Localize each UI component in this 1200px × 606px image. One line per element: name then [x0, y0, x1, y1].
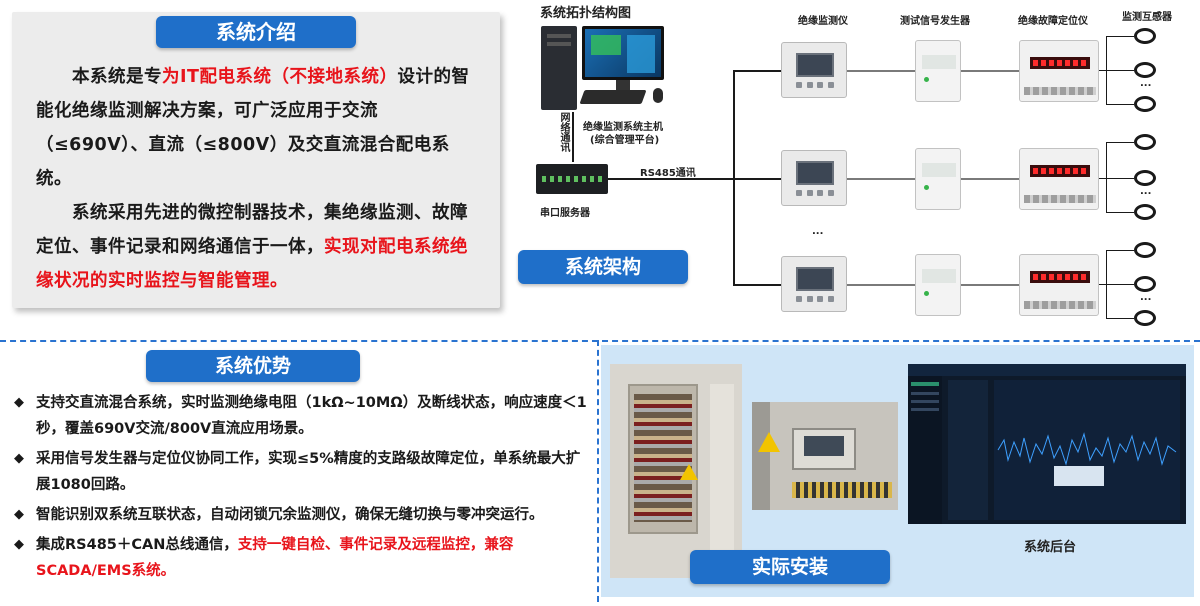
- signal-generator-3: [915, 254, 961, 316]
- ct-coil-icon: [1134, 134, 1156, 150]
- ct-trunk-2: [1099, 178, 1107, 179]
- ct-coil-icon: [1134, 62, 1156, 78]
- warning-sign-icon: [758, 432, 780, 452]
- ct-wire-2c: [1106, 212, 1134, 213]
- link-1a: [847, 70, 915, 72]
- rows-ellipsis: ...: [812, 226, 824, 237]
- backend-screenshot: [908, 364, 1186, 524]
- intro-paragraph-1: 本系统是专为IT配电系统（不接地系统）设计的智能化绝缘监测解决方案，可广泛应用于…: [36, 67, 470, 189]
- diamond-bullet-icon: ◆: [14, 395, 24, 410]
- backend-caption: 系统后台: [1024, 540, 1077, 555]
- col-ct-label: 监测互感器: [1122, 12, 1172, 23]
- ct-coil-icon: [1134, 276, 1156, 292]
- ct-coil-icon: [1134, 310, 1156, 326]
- host-label-1: 绝缘监测系统主机: [583, 122, 663, 133]
- link-2b: [961, 178, 1019, 180]
- intro-highlight-1: 为IT配电系统（不接地系统）: [162, 67, 398, 87]
- host-pc-tower: [541, 26, 577, 110]
- host-label-2: (综合管理平台): [590, 135, 660, 146]
- advantage-item: ◆采用信号发生器与定位仪协同工作，实现≤5%精度的支路级故障定位，单系统最大扩展…: [14, 446, 594, 498]
- link-3a: [847, 284, 915, 286]
- ct-coil-icon: [1134, 242, 1156, 258]
- advantage-item: ◆智能识别双系统互联状态，自动闭锁冗余监测仪，确保无缝切换与零冲突运行。: [14, 502, 594, 528]
- ct-wire-1a: [1106, 36, 1134, 37]
- col-generator-label: 测试信号发生器: [900, 16, 970, 27]
- panel-photo: [752, 402, 898, 510]
- ct-ellipsis: ...: [1140, 78, 1152, 89]
- rs485-label: RS485通讯: [640, 168, 696, 179]
- installation-badge: 实际安装: [690, 550, 890, 584]
- fault-locator-1: [1019, 40, 1099, 102]
- advantages-list: ◆支持交直流混合系统，实时监测绝缘电阻（1kΩ~10MΩ）及断线状态，响应速度＜…: [14, 390, 594, 588]
- network-link: [572, 112, 574, 162]
- insulation-monitor-3: [781, 256, 847, 312]
- ct-ellipsis: ...: [1140, 186, 1152, 197]
- intro-highlight-2: 实现对配电系统绝缘状况的实时监控与智能管理。: [36, 237, 468, 291]
- waveform-chart: [997, 432, 1177, 486]
- advantages-title: 系统优势: [146, 350, 360, 382]
- ct-coil-icon: [1134, 204, 1156, 220]
- ct-wire-2b: [1106, 178, 1134, 179]
- architecture-badge: 系统架构: [518, 250, 688, 284]
- link-3b: [961, 284, 1019, 286]
- ct-coil-icon: [1134, 28, 1156, 44]
- ct-wire-1c: [1106, 104, 1134, 105]
- network-label: 网络通讯: [558, 112, 569, 152]
- divider-vertical: [597, 340, 599, 602]
- topology-title: 系统拓扑结构图: [540, 6, 632, 21]
- signal-generator-2: [915, 148, 961, 210]
- ct-bus-2: [1106, 142, 1107, 212]
- ct-wire-3a: [1106, 250, 1134, 251]
- fault-locator-3: [1019, 254, 1099, 316]
- rs485-branch-2: [733, 178, 781, 180]
- rs485-branch-1: [733, 70, 781, 72]
- serial-label: 串口服务器: [540, 208, 590, 219]
- advantage-item: ◆支持交直流混合系统，实时监测绝缘电阻（1kΩ~10MΩ）及断线状态，响应速度＜…: [14, 390, 594, 442]
- diamond-bullet-icon: ◆: [14, 537, 24, 552]
- ct-wire-3c: [1106, 318, 1134, 319]
- col-locator-label: 绝缘故障定位仪: [1018, 16, 1088, 27]
- host-keyboard: [579, 90, 647, 104]
- ct-wire-1b: [1106, 70, 1134, 71]
- serial-server: [536, 164, 608, 194]
- ct-trunk-1: [1099, 70, 1107, 71]
- insulation-monitor-1: [781, 42, 847, 98]
- diamond-bullet-icon: ◆: [14, 451, 24, 466]
- intro-title: 系统介绍: [156, 16, 356, 48]
- host-mouse: [653, 88, 663, 103]
- warning-sign-icon: [680, 464, 698, 480]
- col-monitor-label: 绝缘监测仪: [798, 16, 848, 27]
- link-1b: [961, 70, 1019, 72]
- insulation-monitor-2: [781, 150, 847, 206]
- advantage-highlight: 支持一键自检、事件记录及远程监控，兼容SCADA/EMS系统。: [36, 537, 514, 579]
- intro-paragraph-2: 系统采用先进的微控制器技术，集绝缘监测、故障定位、事件记录和网络通信于一体，实现…: [36, 203, 468, 291]
- advantage-item: ◆集成RS485＋CAN总线通信，支持一键自检、事件记录及远程监控，兼容SCAD…: [14, 532, 594, 584]
- host-monitor: [582, 26, 664, 80]
- intro-text: 本系统是专为IT配电系统（不接地系统）设计的智能化绝缘监测解决方案，可广泛应用于…: [36, 60, 476, 298]
- ct-wire-3b: [1106, 284, 1134, 285]
- host-monitor-stand: [616, 80, 630, 90]
- ct-coil-icon: [1134, 170, 1156, 186]
- ct-ellipsis: ...: [1140, 292, 1152, 303]
- rs485-branch-3: [733, 284, 781, 286]
- rs485-bus-horizontal: [608, 178, 734, 180]
- diamond-bullet-icon: ◆: [14, 507, 24, 522]
- ct-coil-icon: [1134, 96, 1156, 112]
- ct-wire-2a: [1106, 142, 1134, 143]
- intro-panel: [12, 12, 500, 308]
- fault-locator-2: [1019, 148, 1099, 210]
- cabinet-photo: [610, 364, 742, 578]
- signal-generator-1: [915, 40, 961, 102]
- divider-horizontal: [0, 340, 1200, 342]
- ct-trunk-3: [1099, 284, 1107, 285]
- link-2a: [847, 178, 915, 180]
